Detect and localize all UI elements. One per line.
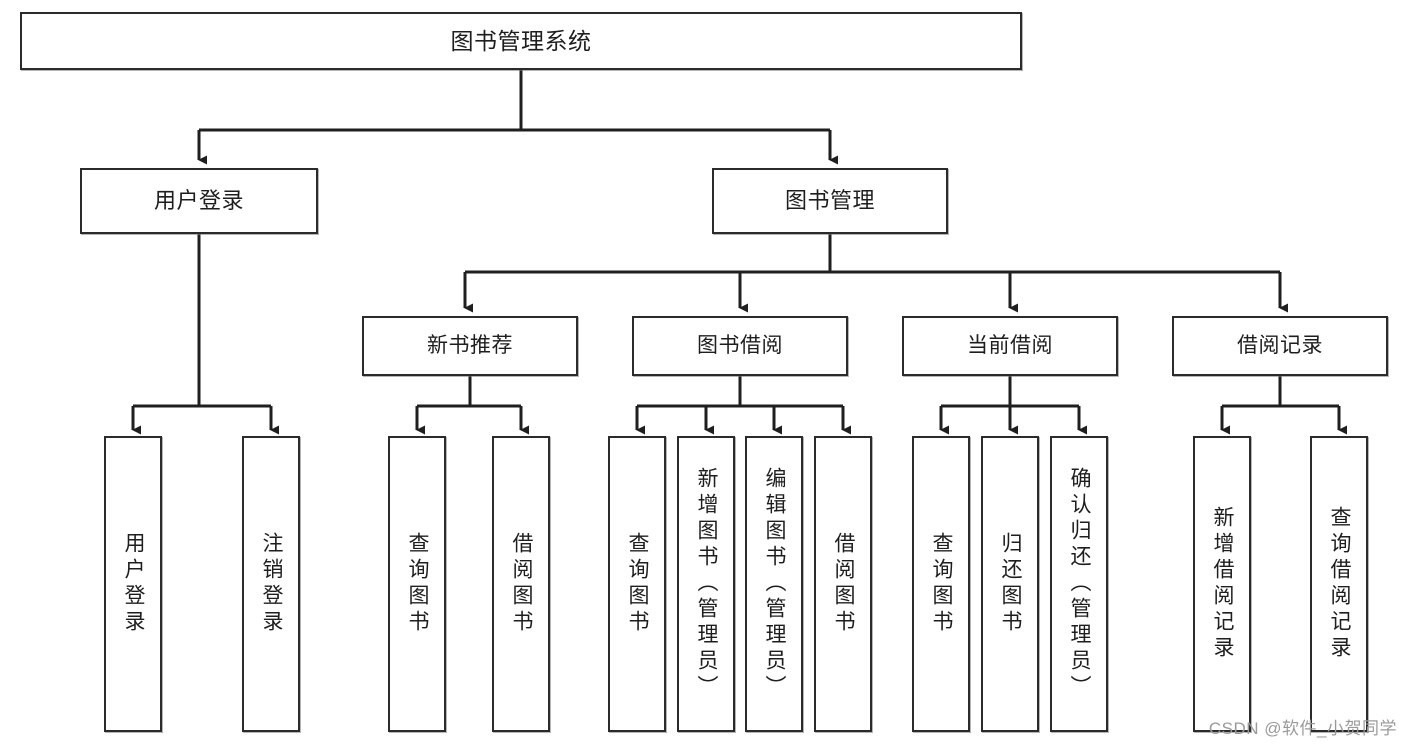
leaf-add-book-admin[interactable]: 新增图书（管理员） (677, 436, 735, 732)
node-label: 归还图书 (999, 532, 1023, 636)
leaf-return-book[interactable]: 归还图书 (981, 436, 1039, 732)
node-label: 当前借阅 (967, 334, 1053, 358)
node-label: 用户登录 (153, 187, 244, 213)
node-label: 查询图书 (626, 532, 650, 636)
node-current-borrow[interactable]: 当前借阅 (902, 316, 1118, 376)
node-label: 查询图书 (930, 532, 954, 636)
node-label: 图书管理 (784, 187, 875, 213)
node-label: 注销登录 (260, 532, 284, 636)
leaf-confirm-return-admin[interactable]: 确认归还（管理员） (1050, 436, 1108, 732)
node-label: 图书借阅 (697, 334, 783, 358)
node-label: 确认归还（管理员） (1068, 467, 1092, 701)
leaf-query-borrow-record[interactable]: 查询借阅记录 (1310, 436, 1368, 732)
node-label: 用户登录 (122, 532, 146, 636)
node-label: 图书管理系统 (450, 27, 592, 54)
leaf-query-book-recommend[interactable]: 查询图书 (388, 436, 446, 732)
leaf-edit-book-admin[interactable]: 编辑图书（管理员） (745, 436, 803, 732)
node-label: 借阅图书 (510, 532, 534, 636)
node-label: 新增图书（管理员） (695, 467, 719, 701)
node-label: 查询借阅记录 (1328, 506, 1352, 662)
node-book-borrow[interactable]: 图书借阅 (632, 316, 848, 376)
node-root-system[interactable]: 图书管理系统 (20, 12, 1022, 70)
leaf-query-book-current[interactable]: 查询图书 (912, 436, 970, 732)
node-label: 新书推荐 (427, 334, 513, 358)
node-label: 新增借阅记录 (1211, 506, 1235, 662)
leaf-user-login[interactable]: 用户登录 (104, 436, 162, 732)
node-user-login[interactable]: 用户登录 (80, 168, 318, 234)
node-label: 借阅图书 (832, 532, 856, 636)
node-label: 借阅记录 (1237, 334, 1323, 358)
leaf-logout-login[interactable]: 注销登录 (242, 436, 300, 732)
node-book-management[interactable]: 图书管理 (712, 168, 948, 234)
leaf-borrow-book-recommend[interactable]: 借阅图书 (492, 436, 550, 732)
node-label: 编辑图书（管理员） (763, 467, 787, 701)
leaf-query-book-borrow[interactable]: 查询图书 (608, 436, 666, 732)
node-label: 查询图书 (406, 532, 430, 636)
leaf-borrow-book[interactable]: 借阅图书 (814, 436, 872, 732)
csdn-watermark: CSDN @软件_小贺同学 (1208, 719, 1397, 738)
node-borrow-records[interactable]: 借阅记录 (1172, 316, 1388, 376)
node-new-book-recommend[interactable]: 新书推荐 (362, 316, 578, 376)
leaf-add-borrow-record[interactable]: 新增借阅记录 (1193, 436, 1251, 732)
